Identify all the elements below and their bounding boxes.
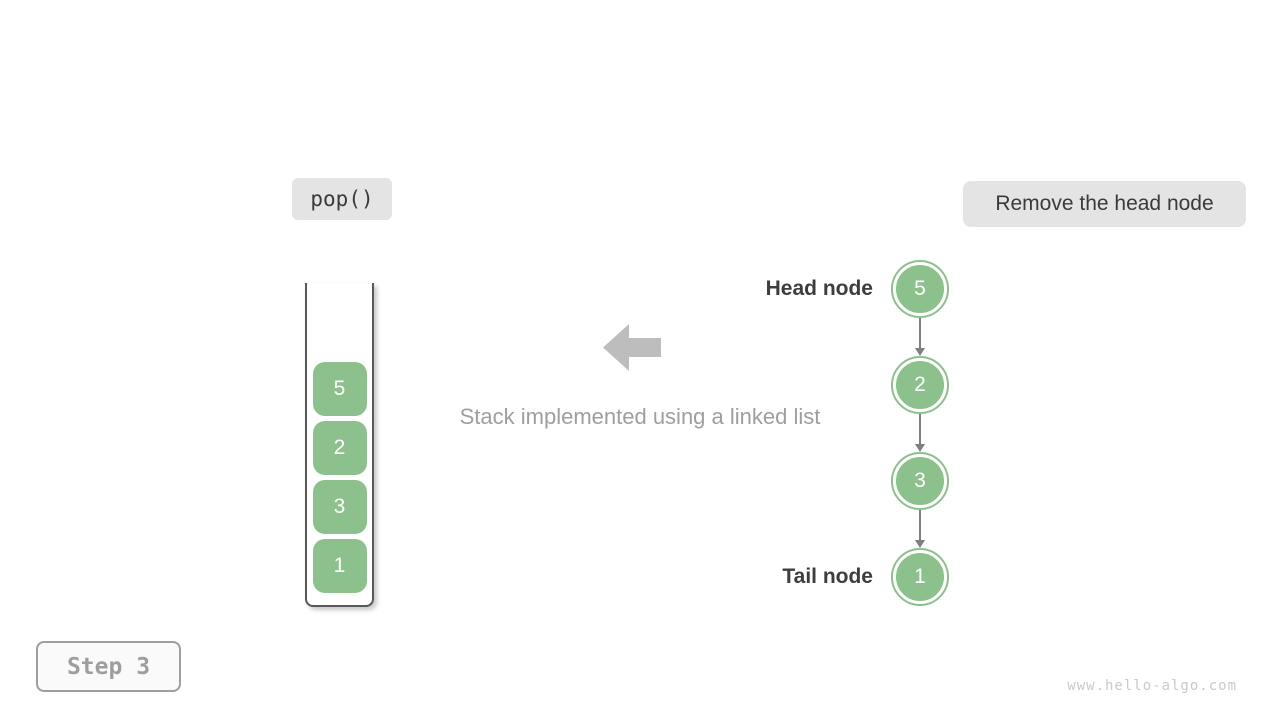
linked-list-node: 1	[891, 548, 949, 606]
connector-line	[919, 414, 921, 444]
linked-list-node: 5	[891, 260, 949, 318]
connector-line	[919, 318, 921, 348]
linked-list-node: 2	[891, 356, 949, 414]
down-arrow-connector	[910, 318, 930, 356]
pop-operation-text: pop()	[310, 187, 374, 211]
down-arrow-connector	[910, 414, 930, 452]
stack-cell: 5	[312, 362, 367, 416]
arrowhead-down-icon	[915, 348, 925, 356]
stack-cell: 1	[312, 539, 367, 593]
stack-container: 5 2 3 1	[305, 283, 374, 607]
step-badge-text: Step 3	[66, 653, 151, 680]
stack-cell: 2	[312, 421, 367, 475]
remove-head-annotation: Remove the head node	[963, 181, 1246, 227]
down-arrow-connector	[910, 510, 930, 548]
step-badge: Step 3	[36, 641, 181, 692]
left-arrow-icon	[603, 324, 661, 371]
connector-line	[919, 510, 921, 540]
stack-cell: 3	[312, 480, 367, 534]
arrowhead-down-icon	[915, 540, 925, 548]
pop-operation-label: pop()	[292, 178, 392, 220]
caption-text: Stack implemented using a linked list	[459, 404, 821, 429]
linked-list-node: 3	[891, 452, 949, 510]
remove-head-text: Remove the head node	[995, 192, 1214, 215]
head-node-label: Head node	[765, 277, 873, 300]
tail-node-label: Tail node	[782, 565, 873, 588]
watermark-text: www.hello-algo.com	[1067, 678, 1237, 694]
arrowhead-down-icon	[915, 444, 925, 452]
